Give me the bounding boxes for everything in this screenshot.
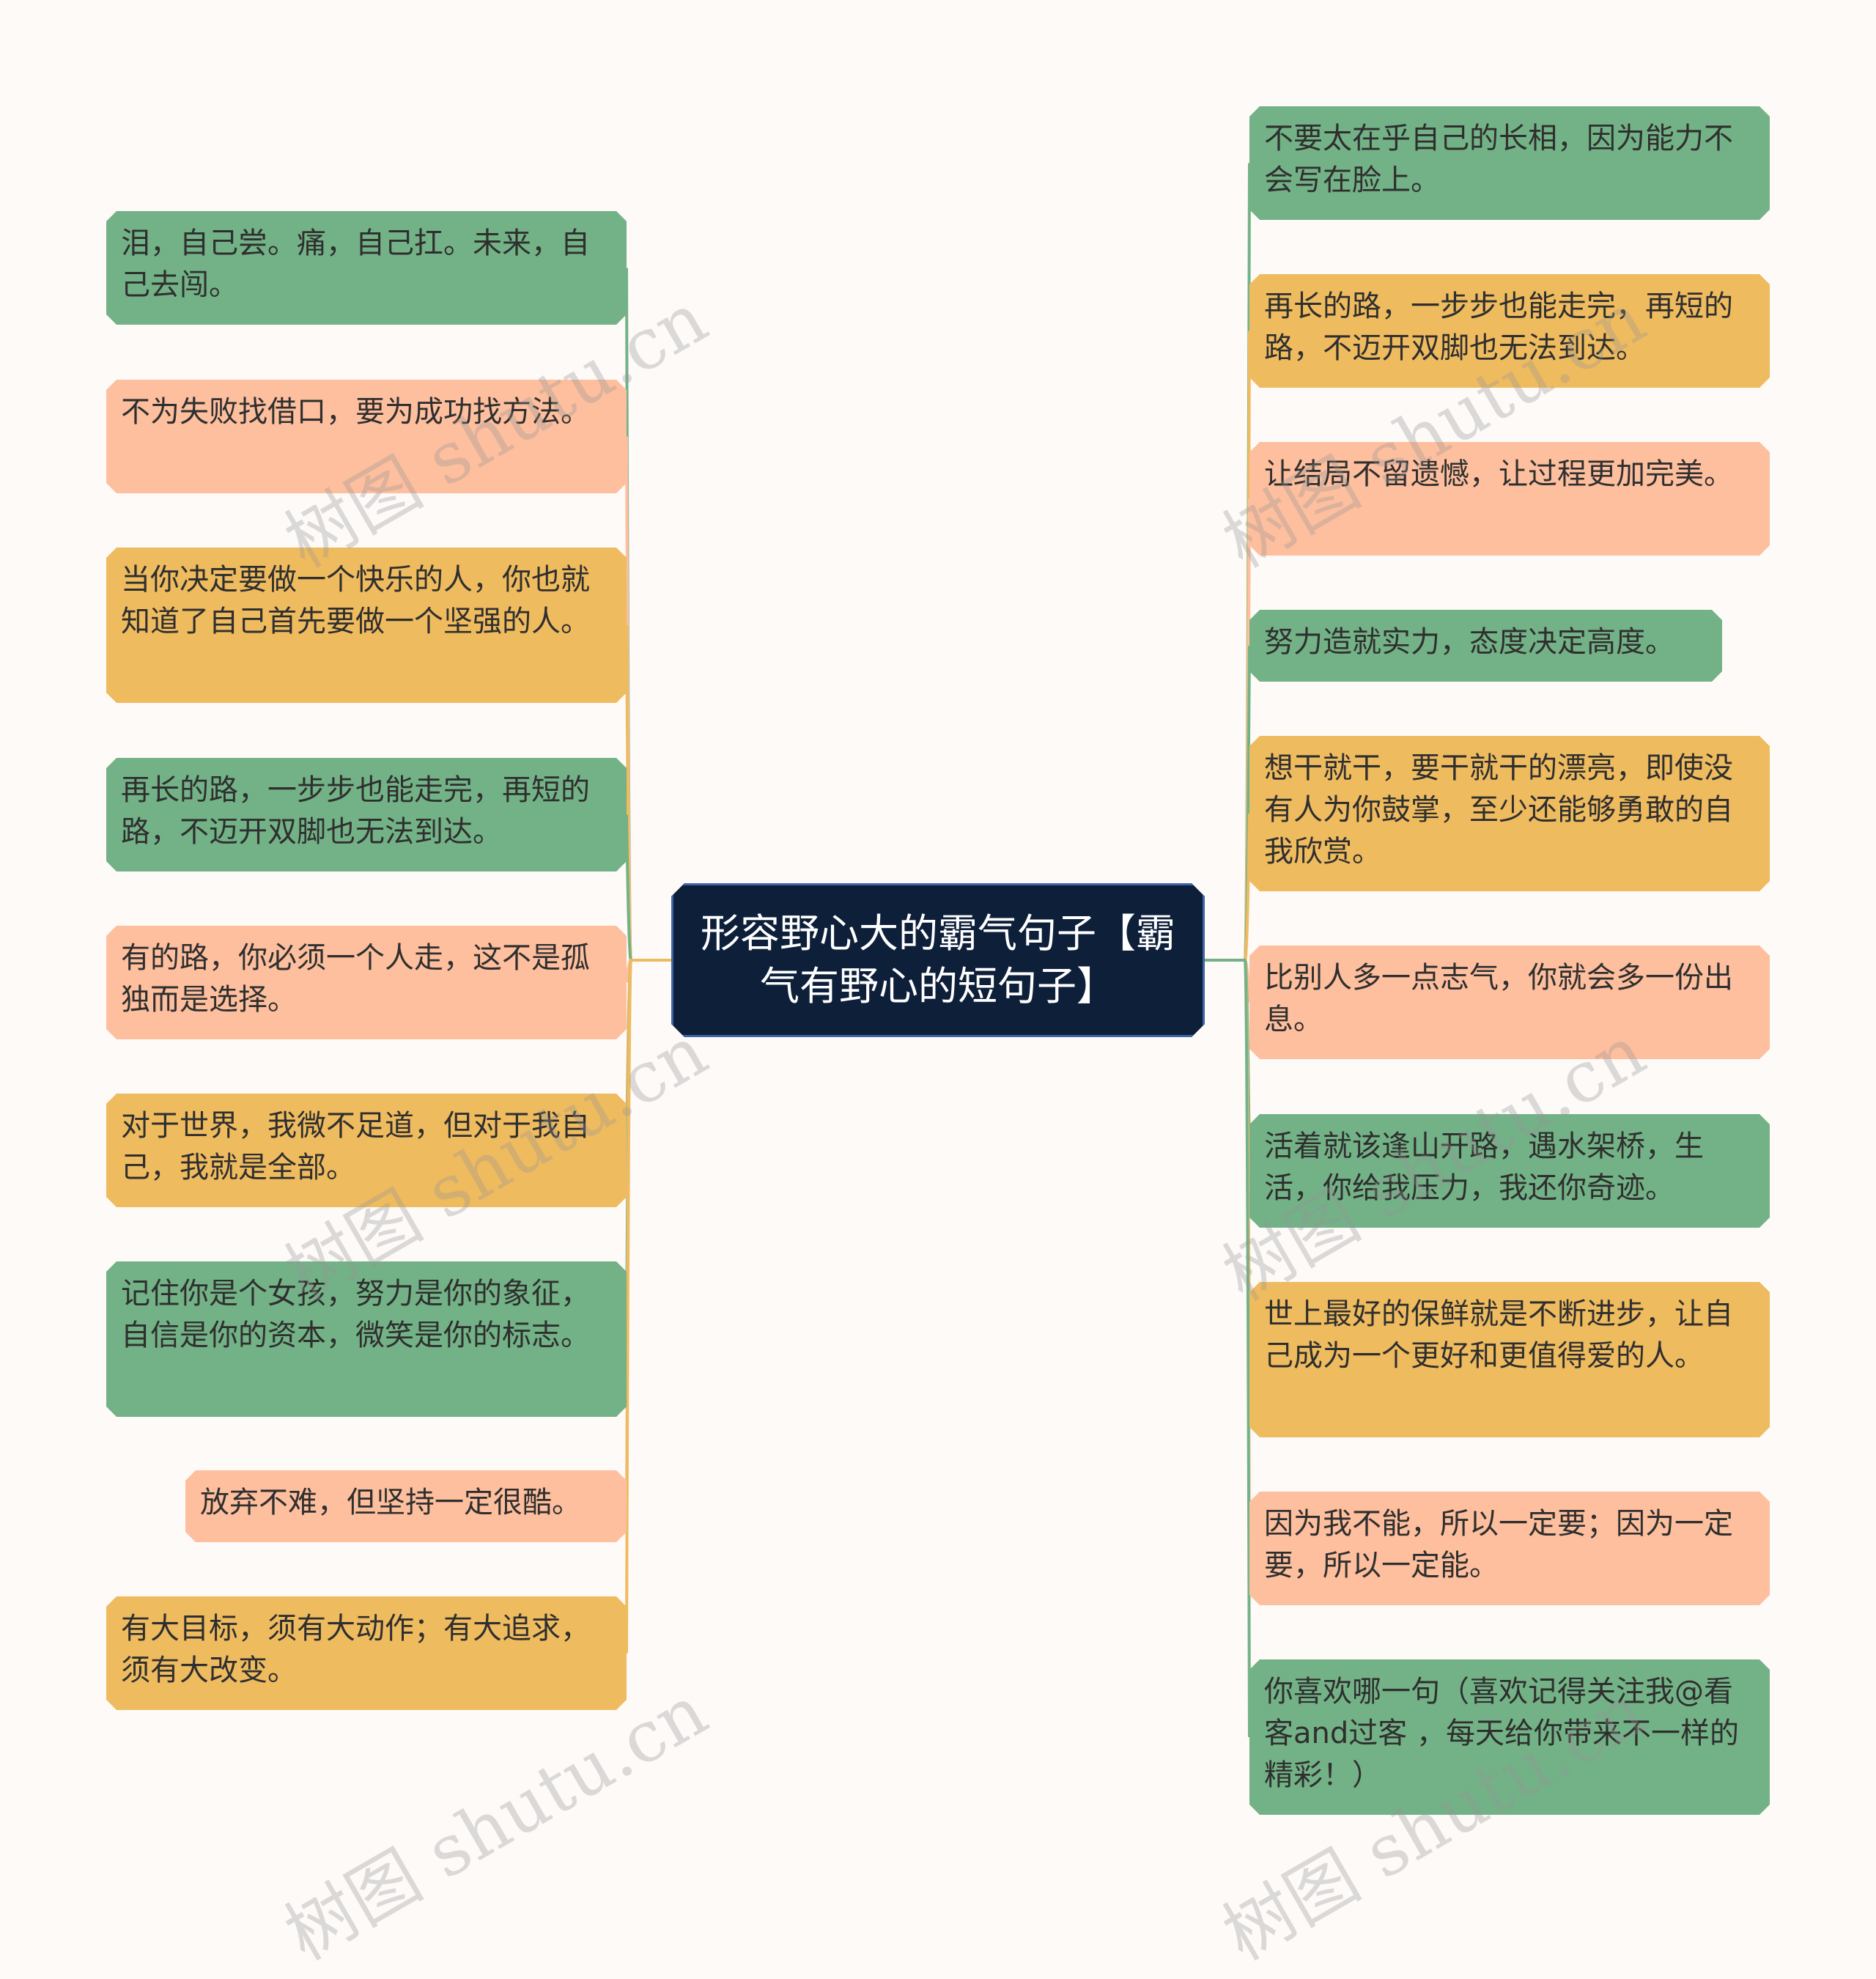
- right-node-6-text: 比别人多一点志气，你就会多一份出息。: [1264, 961, 1733, 1036]
- left-node-9-text: 有大目标，须有大动作；有大追求，须有大改变。: [121, 1612, 590, 1687]
- left-node-3[interactable]: 当你决定要做一个快乐的人，你也就知道了自己首先要做一个坚强的人。: [106, 548, 627, 703]
- left-node-4-text: 再长的路，一步步也能走完，再短的路，不迈开双脚也无法到达。: [121, 773, 590, 849]
- right-node-7[interactable]: 活着就该逢山开路，遇水架桥，生活，你给我压力，我还你奇迹。: [1249, 1114, 1770, 1228]
- right-node-9-text: 因为我不能，所以一定要；因为一定要，所以一定能。: [1264, 1507, 1733, 1582]
- right-node-7-text: 活着就该逢山开路，遇水架桥，生活，你给我压力，我还你奇迹。: [1264, 1129, 1704, 1205]
- left-node-6[interactable]: 对于世界，我微不足道，但对于我自己，我就是全部。: [106, 1094, 627, 1207]
- left-node-3-text: 当你决定要做一个快乐的人，你也就知道了自己首先要做一个坚强的人。: [121, 563, 590, 638]
- right-node-4-text: 努力造就实力，态度决定高度。: [1264, 625, 1674, 659]
- right-node-4[interactable]: 努力造就实力，态度决定高度。: [1249, 610, 1722, 682]
- left-node-2[interactable]: 不为失败找借口，要为成功找方法。: [106, 380, 627, 493]
- left-node-1[interactable]: 泪，自己尝。痛，自己扛。未来，自己去闯。: [106, 211, 627, 325]
- left-node-7[interactable]: 记住你是个女孩，努力是你的象征，自信是你的资本，微笑是你的标志。: [106, 1261, 627, 1417]
- left-node-9[interactable]: 有大目标，须有大动作；有大追求，须有大改变。: [106, 1596, 627, 1710]
- right-node-3-text: 让结局不留遗憾，让过程更加完美。: [1264, 457, 1733, 491]
- left-node-8[interactable]: 放弃不难，但坚持一定很酷。: [185, 1470, 627, 1542]
- right-connector-6: [1205, 959, 1251, 1003]
- left-node-8-text: 放弃不难，但坚持一定很酷。: [200, 1486, 581, 1519]
- right-node-9[interactable]: 因为我不能，所以一定要；因为一定要，所以一定能。: [1249, 1492, 1770, 1605]
- right-connector-7: [1205, 959, 1251, 1171]
- right-node-8-text: 世上最好的保鲜就是不断进步，让自己成为一个更好和更值得爱的人。: [1264, 1297, 1733, 1373]
- root-topic[interactable]: 形容野心大的霸气句子【霸气有野心的短句子】: [671, 883, 1205, 1037]
- right-node-10-text: 你喜欢哪一句（喜欢记得关注我@看客and过客 ，每天给你带来不一样的精彩！）: [1264, 1675, 1739, 1792]
- right-node-5-text: 想干就干，要干就干的漂亮，即使没有人为你鼓掌，至少还能够勇敢的自我欣赏。: [1264, 751, 1733, 869]
- left-connector-9: [625, 959, 671, 1654]
- root-topic-label: 形容野心大的霸气句子【霸气有野心的短句子】: [701, 910, 1175, 1009]
- right-connector-8: [1205, 959, 1251, 1360]
- right-node-10[interactable]: 你喜欢哪一句（喜欢记得关注我@看客and过客 ，每天给你带来不一样的精彩！）: [1249, 1659, 1770, 1815]
- left-connector-8: [625, 959, 671, 1507]
- right-connector-4: [1205, 645, 1251, 962]
- right-connector-10: [1205, 959, 1251, 1738]
- right-node-6[interactable]: 比别人多一点志气，你就会多一份出息。: [1249, 946, 1770, 1059]
- left-connector-3: [625, 624, 671, 962]
- left-node-5-text: 有的路，你必须一个人走，这不是孤独而是选择。: [121, 941, 590, 1017]
- right-node-2[interactable]: 再长的路，一步步也能走完，再短的路，不迈开双脚也无法到达。: [1249, 274, 1770, 388]
- right-node-1-text: 不要太在乎自己的长相，因为能力不会写在脸上。: [1264, 122, 1733, 197]
- right-node-5[interactable]: 想干就干，要干就干的漂亮，即使没有人为你鼓掌，至少还能够勇敢的自我欣赏。: [1249, 736, 1770, 891]
- left-node-4[interactable]: 再长的路，一步步也能走完，再短的路，不迈开双脚也无法到达。: [106, 758, 627, 871]
- connector-lines: [625, 163, 1251, 1738]
- right-connector-2: [1205, 331, 1251, 962]
- right-node-2-text: 再长的路，一步步也能走完，再短的路，不迈开双脚也无法到达。: [1264, 290, 1733, 365]
- right-node-3[interactable]: 让结局不留遗憾，让过程更加完美。: [1249, 442, 1770, 556]
- left-node-2-text: 不为失败找借口，要为成功找方法。: [121, 395, 590, 429]
- left-node-7-text: 记住你是个女孩，努力是你的象征，自信是你的资本，微笑是你的标志。: [121, 1277, 590, 1352]
- left-connector-7: [625, 959, 671, 1340]
- right-connector-1: [1205, 163, 1251, 962]
- left-node-6-text: 对于世界，我微不足道，但对于我自己，我就是全部。: [121, 1109, 590, 1184]
- right-node-8[interactable]: 世上最好的保鲜就是不断进步，让自己成为一个更好和更值得爱的人。: [1249, 1282, 1770, 1437]
- left-connector-5: [625, 959, 671, 983]
- left-node-5[interactable]: 有的路，你必须一个人走，这不是孤独而是选择。: [106, 926, 627, 1039]
- left-connector-4: [625, 814, 671, 962]
- right-connector-5: [1205, 813, 1251, 962]
- left-connector-2: [625, 436, 671, 962]
- left-connector-1: [625, 268, 671, 962]
- right-connector-9: [1205, 959, 1251, 1549]
- left-node-1-text: 泪，自己尝。痛，自己扛。未来，自己去闯。: [121, 226, 590, 302]
- left-connector-6: [625, 959, 671, 1151]
- right-connector-3: [1205, 498, 1251, 962]
- right-node-1[interactable]: 不要太在乎自己的长相，因为能力不会写在脸上。: [1249, 106, 1770, 220]
